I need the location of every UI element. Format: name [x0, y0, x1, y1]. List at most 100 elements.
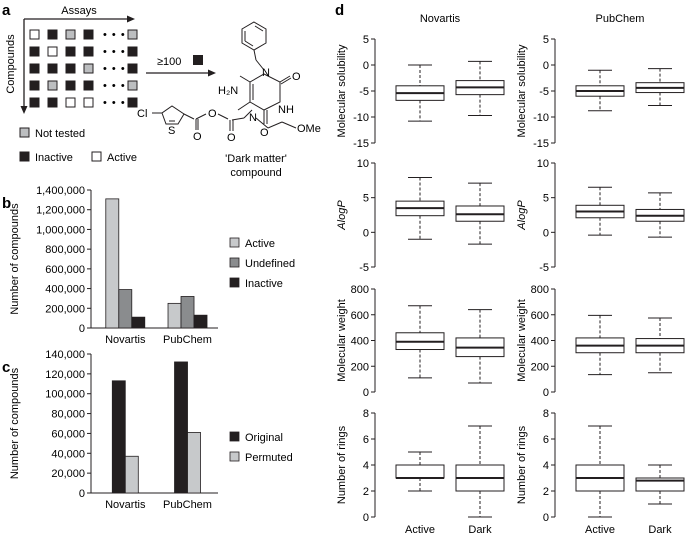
y-axis-label-part: Alog [336, 207, 348, 231]
compound-caption-line1: 'Dark matter' [225, 153, 287, 165]
y-tick-label: -15 [533, 138, 549, 150]
y-axis-label: AlogP [516, 200, 528, 231]
y-tick-label: 1,200,000 [36, 205, 85, 217]
y-tick-label: -10 [353, 112, 369, 124]
legend-label-undefined: Undefined [245, 258, 295, 270]
column-title: PubChem [596, 13, 645, 25]
y-tick-label: 8 [543, 408, 549, 420]
assays-label: Assays [61, 5, 97, 17]
x-tick-label: Active [405, 524, 435, 536]
compounds-label: Compounds [5, 34, 17, 94]
y-tick-label: 400,000 [45, 284, 85, 296]
legend-swatch-inactive [229, 277, 240, 288]
y-axis-label-part: P [516, 200, 528, 208]
y-tick-label: 1,400,000 [36, 185, 85, 197]
y-tick-label: 0 [79, 488, 85, 500]
matrix-ellipsis: • • • [103, 29, 126, 41]
compound-axis-arrow [20, 19, 28, 114]
matrix-cell-inactive [47, 29, 58, 40]
dark-matter-structure [152, 21, 297, 131]
y-axis-label: Number of compounds [9, 367, 21, 479]
y-tick-label: -5 [359, 86, 369, 98]
x-tick-label: Dark [468, 524, 492, 536]
matrix-cell-nottested [65, 29, 76, 40]
y-tick-label: 800 [351, 284, 369, 296]
y-tick-label: -5 [539, 262, 549, 274]
matrix-cell-inactive [29, 46, 40, 57]
legend-swatch-undefined [229, 257, 240, 268]
y-tick-label: 800,000 [45, 244, 85, 256]
y-tick-label: 600 [351, 310, 369, 322]
y-tick-label: 6 [543, 434, 549, 446]
panel-label-b: b [2, 195, 11, 212]
panel-label-d: d [335, 2, 344, 19]
legend-swatch-nottested [19, 127, 30, 138]
y-axis-label: Number of compounds [9, 203, 21, 315]
y-tick-label: 6 [363, 434, 369, 446]
bar-inactive-pubchem [193, 314, 208, 329]
y-tick-label: 200,000 [45, 303, 85, 315]
y-tick-label: 0 [363, 60, 369, 72]
matrix-cell-active [83, 97, 94, 108]
atom-ome: OMe [297, 123, 321, 135]
atom-o: O [193, 131, 202, 143]
y-tick-label: 4 [363, 460, 369, 472]
y-tick-label: 600,000 [45, 264, 85, 276]
atom-h2n: H₂N [218, 85, 238, 97]
matrix-cell-inactive [65, 63, 76, 74]
x-tick-label: PubChem [163, 499, 212, 511]
matrix-cell-inactive [47, 97, 58, 108]
matrix-cell-inactive [47, 63, 58, 74]
bar-active-pubchem [167, 302, 182, 329]
atom-n: N [249, 112, 257, 124]
y-axis-label: Molecular weight [516, 299, 528, 382]
y-tick-label: 60,000 [51, 428, 85, 440]
y-tick-label: 0 [543, 60, 549, 72]
bar-permuted-novartis [124, 455, 139, 494]
bar-undefined-novartis [118, 289, 133, 329]
matrix-cell-nottested [127, 29, 138, 40]
y-tick-label: 0 [79, 323, 85, 335]
box-active [395, 464, 445, 479]
atom-cl: Cl [137, 108, 147, 120]
y-tick-label: 1,000,000 [36, 224, 85, 236]
y-tick-label: 5 [363, 34, 369, 46]
y-tick-label: 140,000 [45, 349, 85, 361]
y-tick-label: 120,000 [45, 369, 85, 381]
y-tick-label: 800 [531, 284, 549, 296]
threshold-label: ≥100 [157, 56, 181, 68]
y-tick-label: 100,000 [45, 389, 85, 401]
y-axis-label-part: Alog [516, 207, 528, 231]
legend-label-inactive: Inactive [245, 278, 283, 290]
matrix-cell-inactive [127, 63, 138, 74]
y-tick-label: 2 [363, 486, 369, 498]
y-tick-label: 10 [357, 158, 369, 170]
threshold-arrow [146, 69, 216, 77]
y-tick-label: 400 [531, 336, 549, 348]
y-tick-label: 0 [543, 512, 549, 524]
matrix-ellipsis: • • • [103, 80, 126, 92]
bar-inactive-novartis [131, 316, 146, 329]
matrix-cell-active [65, 97, 76, 108]
x-tick-label: PubChem [163, 334, 212, 346]
atom-o: O [260, 127, 269, 139]
y-tick-label: 8 [363, 408, 369, 420]
y-tick-label: 400 [351, 336, 369, 348]
y-axis-label: Molecular solubility [516, 44, 528, 137]
matrix-cell-nottested [127, 80, 138, 91]
atom-nh: NH [278, 104, 294, 116]
matrix-cell-inactive [127, 97, 138, 108]
matrix-cell-inactive [29, 97, 40, 108]
matrix-ellipsis: • • • [103, 46, 126, 58]
y-tick-label: 5 [543, 34, 549, 46]
y-tick-label: 0 [543, 227, 549, 239]
y-tick-label: -15 [353, 138, 369, 150]
y-tick-label: -10 [533, 112, 549, 124]
y-axis-label: Molecular weight [336, 299, 348, 382]
legend-label-nottested: Not tested [35, 128, 85, 140]
panel-a: Assays Compounds • • •• • •• • •• • •• •… [5, 5, 321, 179]
threshold-inactive-square [193, 55, 203, 65]
matrix-cell-inactive [127, 46, 138, 57]
